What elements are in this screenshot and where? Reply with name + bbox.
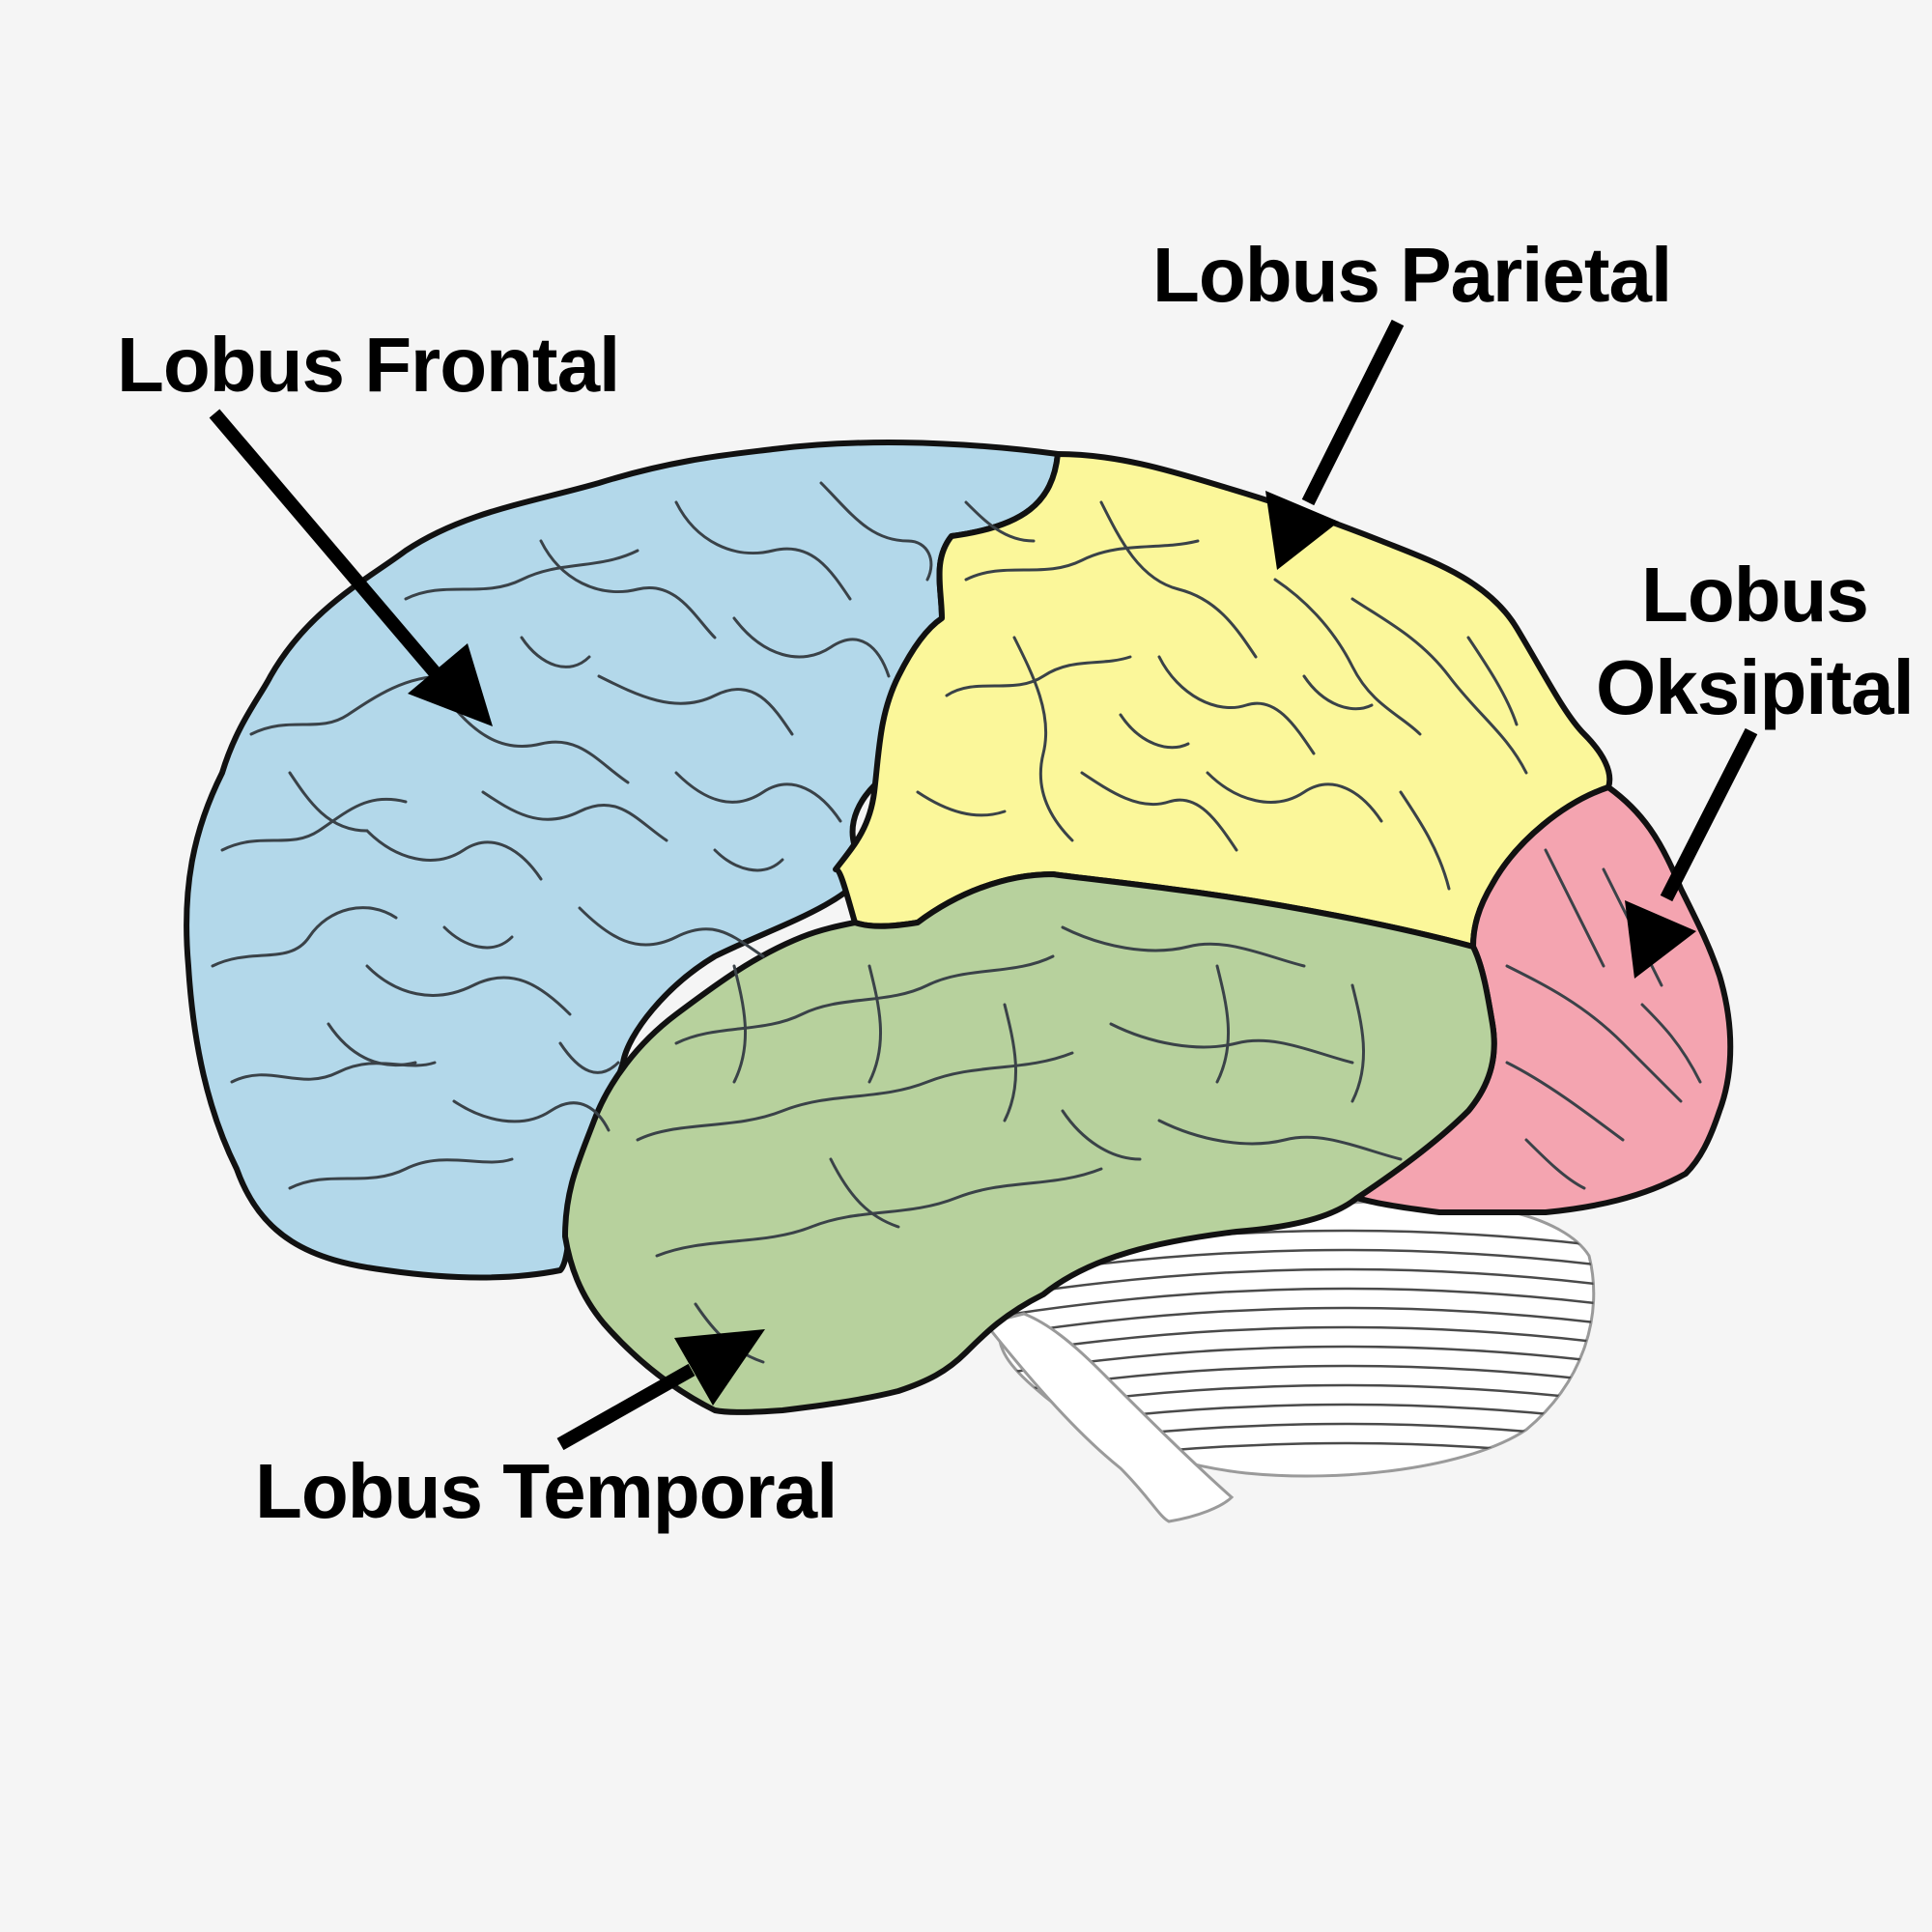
label-parietal-lobe: Lobus Parietal — [1152, 232, 1672, 318]
frontal-gyri — [211, 481, 933, 1190]
arrow-frontal-head — [408, 643, 493, 726]
arrow-parietal — [1265, 319, 1405, 570]
occipital-gyri — [1505, 848, 1702, 1190]
arrow-frontal — [209, 409, 493, 726]
arrow-temporal — [556, 1329, 765, 1451]
label-occipital-line1: Lobus — [1640, 552, 1869, 638]
temporal-lobe — [562, 871, 1497, 1415]
arrow-occipital — [1625, 727, 1758, 979]
label-frontal-lobe: Lobus Frontal — [117, 322, 620, 408]
brainstem — [982, 1312, 1235, 1523]
label-occipital-lobe: Lobus Oksipital — [1596, 549, 1915, 734]
label-temporal-lobe: Lobus Temporal — [255, 1448, 838, 1534]
arrow-parietal-head — [1265, 491, 1339, 570]
parietal-gyri — [916, 500, 1528, 891]
label-occipital-line2: Oksipital — [1596, 644, 1915, 730]
temporal-gyri — [636, 925, 1403, 1364]
arrow-temporal-head — [674, 1329, 765, 1406]
arrow-occipital-head — [1625, 900, 1696, 979]
